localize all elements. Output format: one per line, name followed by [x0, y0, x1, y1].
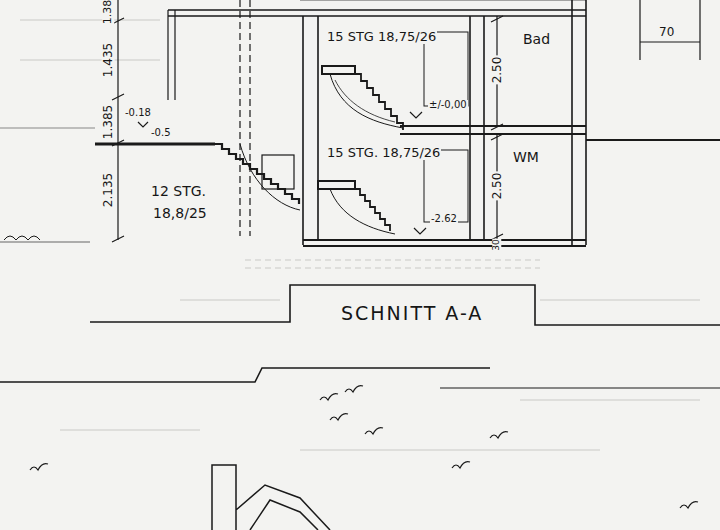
- section-title: SCHNITT A-A: [338, 302, 486, 324]
- dimension-label: -0.18: [124, 108, 152, 119]
- dimension-label: 70: [658, 26, 675, 39]
- dimension-label: 18,8/25: [152, 206, 208, 221]
- dimension-label: -2.62: [430, 214, 458, 225]
- dimension-label: 1.38: [102, 0, 114, 25]
- dimension-label: 2.50: [491, 172, 504, 201]
- dimension-label: Bad: [522, 32, 551, 47]
- dimension-label: 15 STG 18,75/26: [326, 30, 437, 44]
- dimension-label: 12 STG.: [150, 184, 207, 199]
- dimension-label: WM: [512, 150, 540, 165]
- dimension-label: ±/-0,00: [428, 100, 468, 111]
- dimension-label: -0.5: [150, 128, 172, 139]
- dimension-label: 30: [492, 238, 501, 251]
- dimension-label: 2.135: [102, 172, 115, 208]
- dimension-label: 15 STG. 18,75/26: [326, 146, 441, 160]
- dimension-label: 1.435: [102, 42, 115, 78]
- dimension-label: 1.385: [102, 104, 115, 140]
- dimension-label: 2.50: [491, 56, 504, 85]
